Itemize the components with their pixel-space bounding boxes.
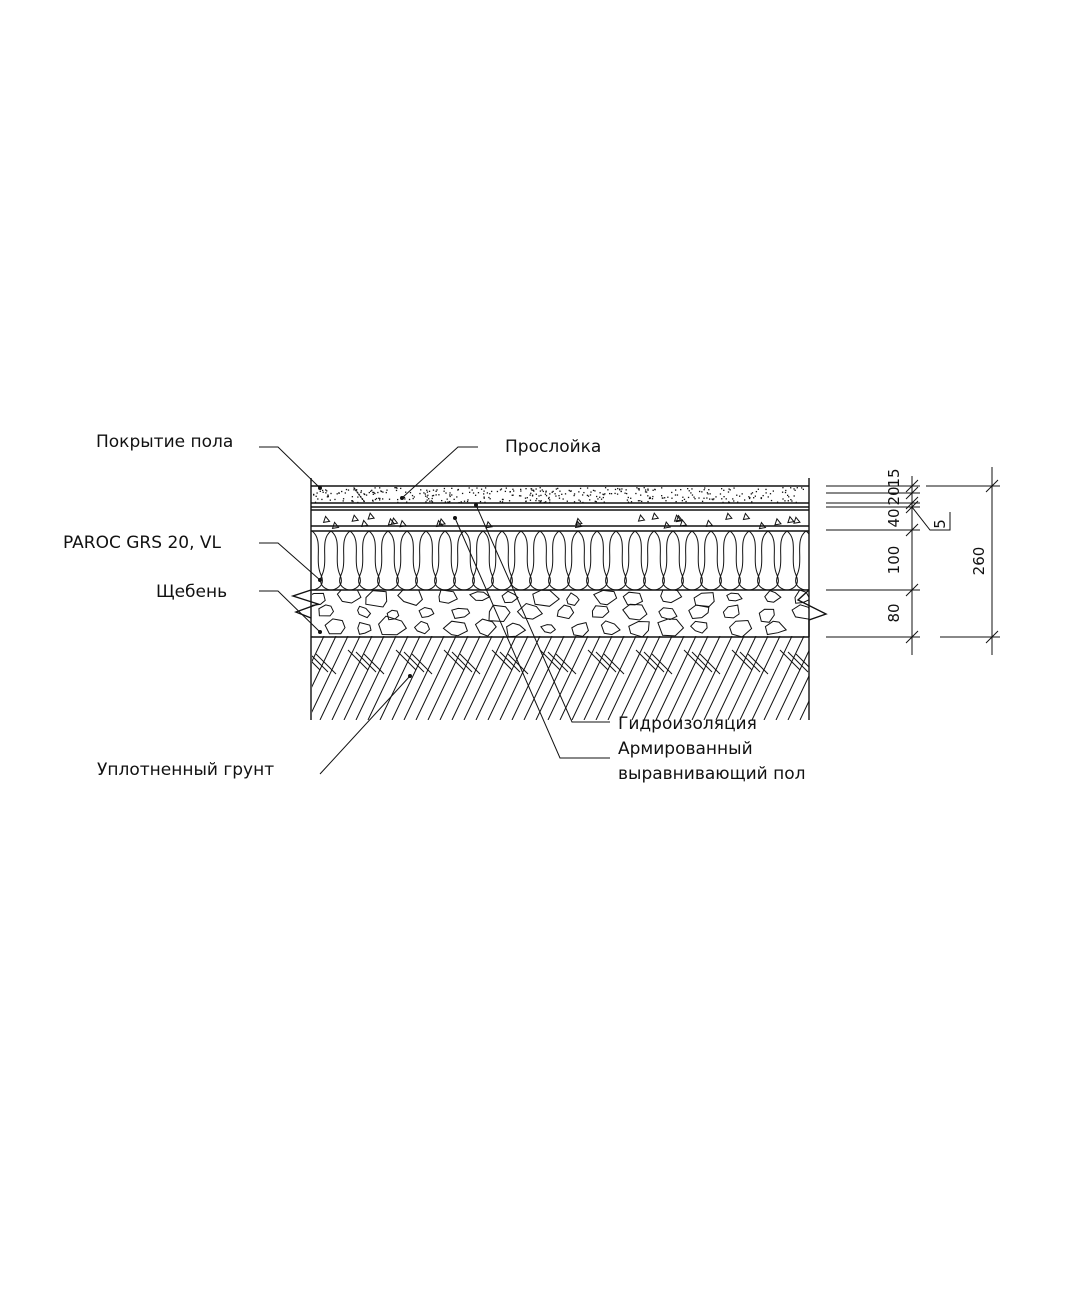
- dim-40: 40: [885, 508, 903, 527]
- soil-hatch: [312, 636, 809, 720]
- label-soil: Уплотненный грунт: [97, 760, 274, 780]
- layer-boundaries: [311, 485, 809, 638]
- label-screed-line2: выравнивающий пол: [618, 764, 805, 784]
- label-waterproofing: Гидроизоляция: [618, 714, 757, 734]
- label-gravel: Щебень: [156, 582, 227, 602]
- screed-texture: [322, 512, 801, 530]
- label-floor-covering: Покрытие пола: [96, 432, 233, 452]
- dimension-lines: [826, 467, 1000, 655]
- leader-lines: [259, 446, 610, 775]
- right-break-mark: [796, 589, 828, 637]
- label-insulation: PAROC GRS 20, VL: [63, 533, 222, 553]
- dim-15: 15: [885, 468, 903, 487]
- dim-total: 260: [970, 547, 988, 576]
- insulation-pattern: [312, 530, 809, 590]
- dim-100: 100: [885, 546, 903, 575]
- dim-80: 80: [885, 603, 903, 622]
- dim-5: 5: [931, 519, 949, 529]
- floor-covering-texture: [313, 487, 804, 504]
- label-screed-line1: Армированный: [618, 739, 753, 759]
- gravel-pattern: [312, 590, 809, 637]
- dim-20: 20: [885, 486, 903, 505]
- label-interlayer: Прослойка: [505, 437, 601, 457]
- left-break-mark: [290, 589, 321, 619]
